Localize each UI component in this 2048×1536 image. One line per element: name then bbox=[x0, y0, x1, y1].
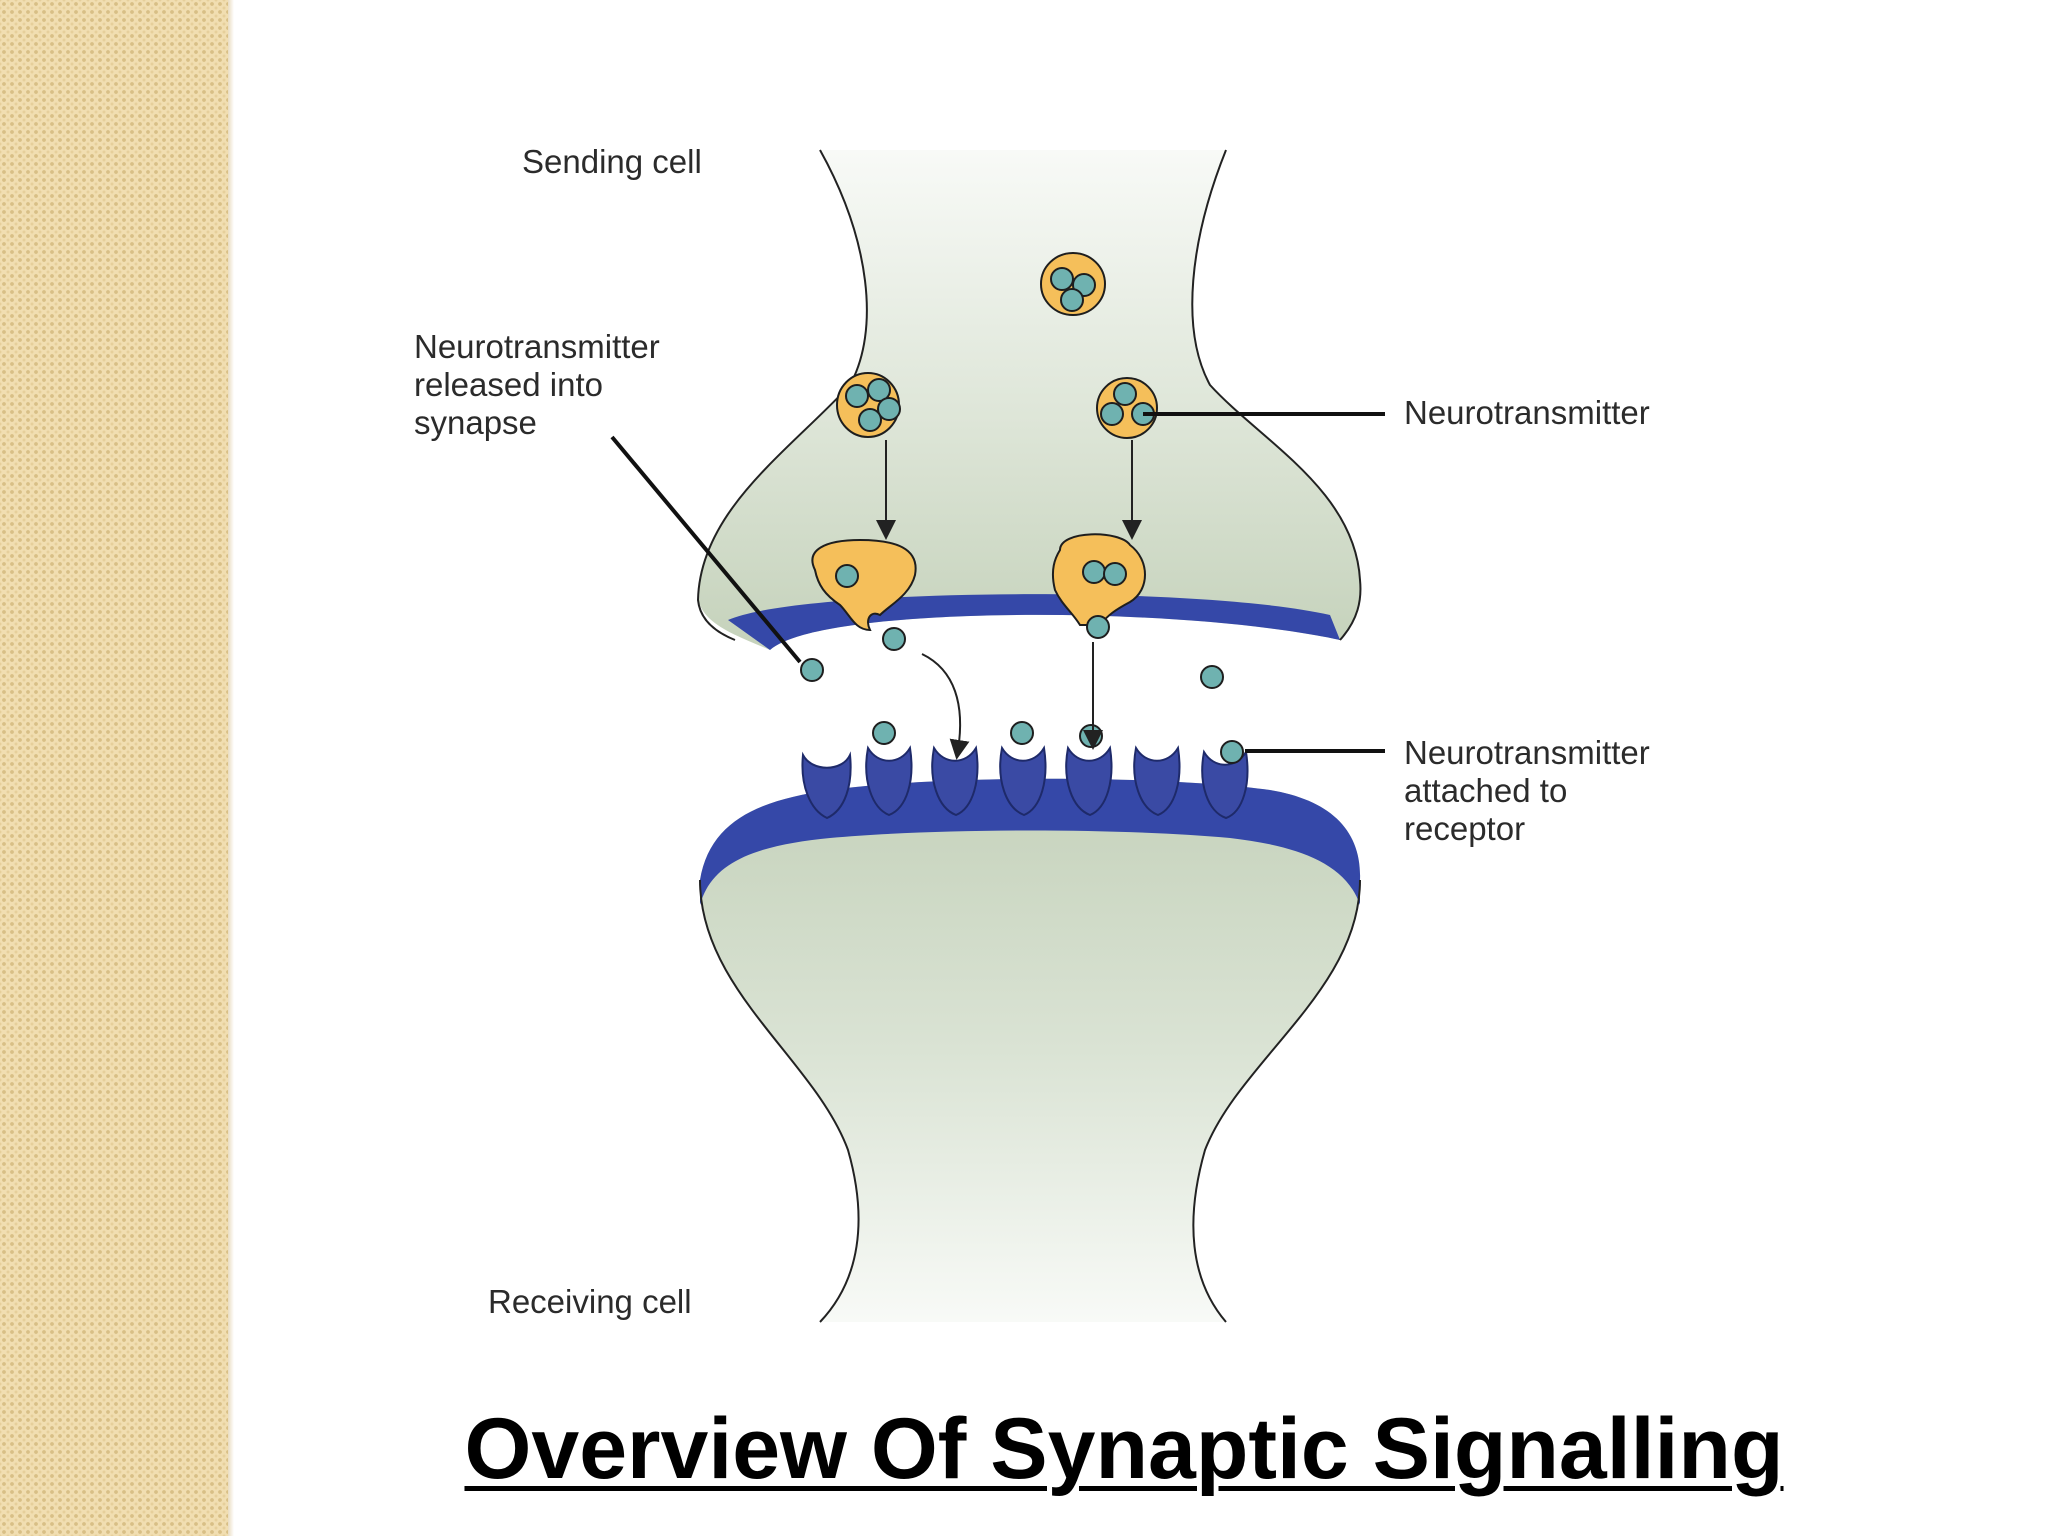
neurotransmitter-molecule bbox=[1086, 615, 1110, 639]
side-strip-border bbox=[228, 0, 234, 1536]
neurotransmitter-molecule bbox=[845, 384, 869, 408]
neurotransmitter-molecule bbox=[1103, 562, 1127, 586]
leader-lines bbox=[610, 412, 1385, 753]
arrow bbox=[921, 653, 970, 760]
neurotransmitter-molecule bbox=[858, 408, 882, 432]
receiving-cell bbox=[699, 778, 1361, 1323]
neurotransmitter-molecule bbox=[867, 378, 891, 402]
attached-to-receptor-label: Neurotransmitter attached to receptor bbox=[1404, 734, 1650, 847]
neurotransmitter-molecule bbox=[1220, 740, 1244, 764]
neurotransmitter-molecule bbox=[800, 658, 824, 682]
receptor bbox=[931, 745, 979, 817]
vesicle-fusing bbox=[811, 538, 917, 632]
neurotransmitter-molecule bbox=[1050, 267, 1074, 291]
neurotransmitter-molecule bbox=[1113, 382, 1137, 406]
leader-line bbox=[610, 435, 802, 664]
receptors bbox=[801, 745, 1249, 820]
neurotransmitter-molecule bbox=[1010, 721, 1034, 745]
receptor bbox=[1201, 749, 1249, 820]
released-into-synapse-label: Neurotransmitter released into synapse bbox=[414, 328, 660, 441]
sending-cell-terminal bbox=[696, 149, 1362, 650]
neurotransmitter-molecule bbox=[1060, 288, 1084, 312]
neurotransmitter-molecule bbox=[1100, 402, 1124, 426]
slide-title: Overview Of Synaptic Signalling bbox=[464, 1401, 1784, 1497]
neurotransmitter-molecules bbox=[800, 267, 1244, 764]
neurotransmitter-molecule bbox=[1082, 560, 1106, 584]
neurotransmitter-molecule bbox=[835, 564, 859, 588]
receptor bbox=[865, 745, 913, 817]
sending-cell-label: Sending cell bbox=[522, 143, 702, 180]
receptor bbox=[1133, 745, 1181, 817]
neurotransmitter-molecule bbox=[1200, 665, 1224, 689]
receptor bbox=[1065, 745, 1113, 817]
postsynaptic-membrane bbox=[700, 778, 1361, 905]
arrows bbox=[876, 440, 1142, 760]
neurotransmitter-molecule bbox=[882, 627, 906, 651]
neurotransmitter-molecule bbox=[1079, 724, 1103, 748]
neurotransmitter-label: Neurotransmitter bbox=[1404, 394, 1650, 431]
receiving-cell-label: Receiving cell bbox=[488, 1283, 692, 1320]
receptor bbox=[801, 751, 852, 820]
receptor bbox=[999, 745, 1047, 817]
decorative-side-strip bbox=[0, 0, 228, 1536]
neurotransmitter-molecule bbox=[872, 721, 896, 745]
neurotransmitter-molecule bbox=[877, 397, 901, 421]
